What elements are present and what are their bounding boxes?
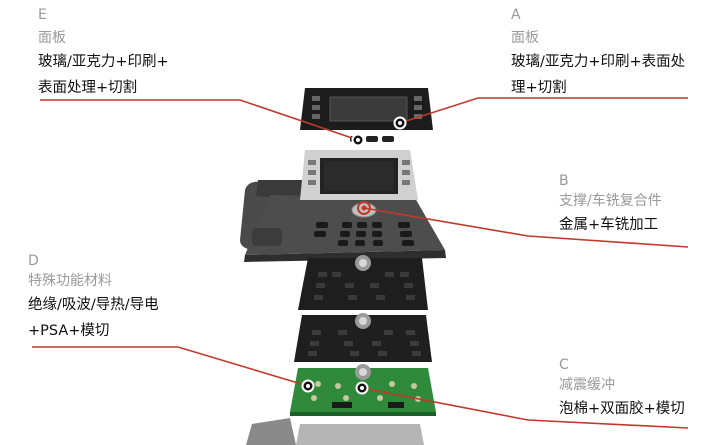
leader-lines: [32, 97, 689, 429]
bottom-housing: [246, 418, 424, 445]
callout-d-category: 特殊功能材料: [28, 273, 112, 289]
callout-b: B 支撑/车铣复合件 金属+车铣加工: [559, 173, 662, 238]
callout-e-process-line-2: 表面处理+切割: [38, 80, 138, 96]
callout-d-process-line-1: 绝缘/吸波/导热/导电: [28, 297, 159, 313]
callout-b-process-line-1: 金属+车铣加工: [559, 217, 659, 233]
leader-line-a: [399, 97, 688, 124]
bezel-plate: [300, 88, 433, 130]
callout-d: D 特殊功能材料 绝缘/吸波/导热/导电 +PSA+模切: [28, 253, 159, 344]
callout-c-category: 减震缓冲: [559, 377, 615, 393]
callout-e-category: 面板: [38, 30, 66, 46]
callout-d-process-line-2: +PSA+模切: [28, 323, 110, 339]
keypad-membrane-2: [294, 313, 432, 362]
callout-c-process-line-1: 泡棉+双面胶+模切: [559, 401, 685, 417]
leader-line-d: [32, 346, 309, 387]
callout-a-process-line-1: 玻璃/亚克力+印刷+表面处: [511, 54, 686, 70]
callout-a-process-line-2: 理+切割: [511, 80, 567, 96]
callout-a-letter: A: [511, 7, 521, 23]
callout-d-letter: D: [28, 253, 39, 269]
leader-line-b: [363, 207, 689, 248]
callout-b-category: 支撑/车铣复合件: [559, 193, 662, 209]
callout-e-letter: E: [38, 7, 47, 23]
target-markers: [301, 116, 407, 395]
callout-a: A 面板 玻璃/亚克力+印刷+表面处 理+切割: [511, 7, 685, 101]
callout-a-category: 面板: [511, 30, 539, 46]
marker-b: [357, 201, 371, 215]
phone-body: [240, 150, 446, 262]
keypad-membrane-1: [298, 255, 428, 310]
callout-c: C 减震缓冲 泡棉+双面胶+模切: [559, 357, 685, 422]
callout-b-letter: B: [559, 173, 569, 189]
leader-line-c: [361, 387, 689, 429]
callout-e-process-line-1: 玻璃/亚克力+印刷+: [38, 54, 169, 70]
leader-line-e: [40, 99, 359, 141]
callout-c-letter: C: [559, 357, 569, 373]
callout-e: E 面板 玻璃/亚克力+印刷+ 表面处理+切割: [38, 7, 169, 101]
